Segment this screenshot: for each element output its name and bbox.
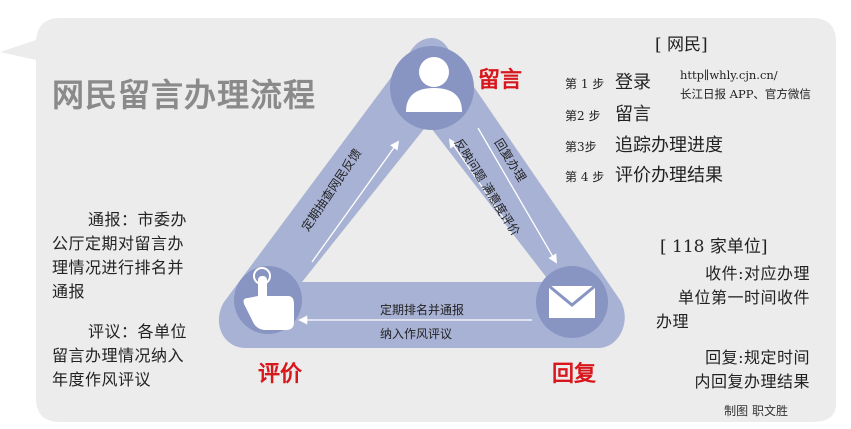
right-edge-arrow-outer xyxy=(477,127,557,264)
graphic-credit: 制图 职文胜 xyxy=(724,404,788,418)
netizen-header: [ 网民] xyxy=(655,35,708,55)
step-number: 第3步 xyxy=(565,140,597,154)
mail-icon xyxy=(548,284,596,318)
step-text: 评价办理结果 xyxy=(615,165,723,186)
node-label-reply: 回复 xyxy=(552,362,597,387)
step-text: 追踪办理进度 xyxy=(615,135,723,156)
units-header: [ 118 家单位] xyxy=(660,237,768,257)
app-channels: 长江日报 APP、官方微信 xyxy=(680,87,811,101)
step-row: 第 1 步 登录 xyxy=(565,68,651,94)
step-row: 第 4 步 评价办理结果 xyxy=(565,161,723,187)
step-row: 第3步 追踪办理进度 xyxy=(565,131,723,157)
step-text: 留言 xyxy=(615,104,651,125)
step-row: 第2 步 留言 xyxy=(565,100,651,126)
bottom-edge-label-top: 定期排名并通报 xyxy=(380,302,464,317)
review-paragraph: 评议：各单位 留言办理情况纳入 年度作风评议 xyxy=(52,322,188,389)
step-text: 登录 xyxy=(615,72,651,93)
triangle-inner xyxy=(306,128,546,280)
notice-paragraph: 通报：市委办 公厅定期对留言办 理情况进行排名并 通报 xyxy=(52,210,188,301)
step-number: 第 4 步 xyxy=(565,170,605,184)
step-number: 第 1 步 xyxy=(565,77,605,91)
hand-touch-icon xyxy=(243,267,294,330)
node-label-leave-message: 留言 xyxy=(478,68,523,93)
site-url: http∥whly.cjn.cn/ xyxy=(680,68,778,82)
node-label-evaluate: 评价 xyxy=(258,362,303,387)
page-title: 网民留言办理流程 xyxy=(52,76,317,114)
units-receive-text: 收件:对应办理 单位第一时间收件 办理 xyxy=(656,264,810,331)
left-edge-arrow xyxy=(311,140,400,263)
right-edge-arrow-inner xyxy=(448,138,507,223)
user-icon xyxy=(406,57,462,112)
step-number: 第2 步 xyxy=(565,109,601,123)
bottom-edge-label-bottom: 纳入作风评议 xyxy=(380,327,452,341)
units-reply-text: 回复:规定时间 内回复办理结果 xyxy=(694,348,810,391)
